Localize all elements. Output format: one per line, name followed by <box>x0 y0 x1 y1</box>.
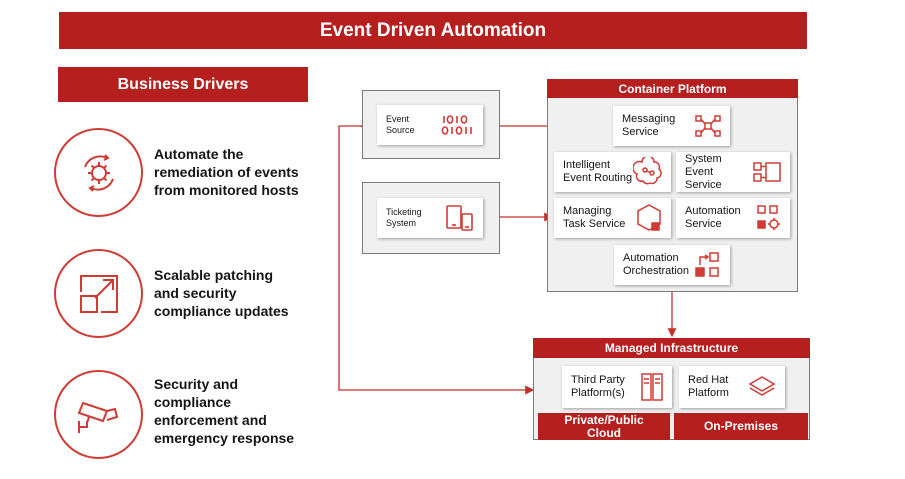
orchestration-icon <box>695 252 719 277</box>
network-hub-icon <box>695 115 721 137</box>
automation-blocks-icon <box>757 205 780 230</box>
driver-automate-remediation: Automate the remediation of events from … <box>154 146 299 198</box>
scale-arrow-icon <box>54 249 143 338</box>
server-rack-icon <box>641 373 663 401</box>
layers-icon <box>748 376 776 396</box>
on-premises-label: On-Premises <box>674 413 808 440</box>
driver-scalable-patching: Scalable patching and security complianc… <box>154 267 289 319</box>
brain-icon <box>633 157 662 185</box>
gear-cycle-icon <box>54 128 143 217</box>
binary-icon <box>441 115 472 135</box>
devices-icon <box>446 205 473 231</box>
page-title: Event Driven Automation <box>59 12 807 49</box>
driver-security-compliance: Security and compliance enforcement and … <box>154 376 295 446</box>
system-nodes-icon <box>753 162 781 182</box>
security-camera-icon <box>54 370 143 459</box>
business-drivers-heading: Business Drivers <box>58 67 308 102</box>
hexagon-task-icon <box>637 204 661 231</box>
managed-infrastructure-header: Managed Infrastructure <box>533 338 810 358</box>
container-platform-header: Container Platform <box>547 79 798 98</box>
